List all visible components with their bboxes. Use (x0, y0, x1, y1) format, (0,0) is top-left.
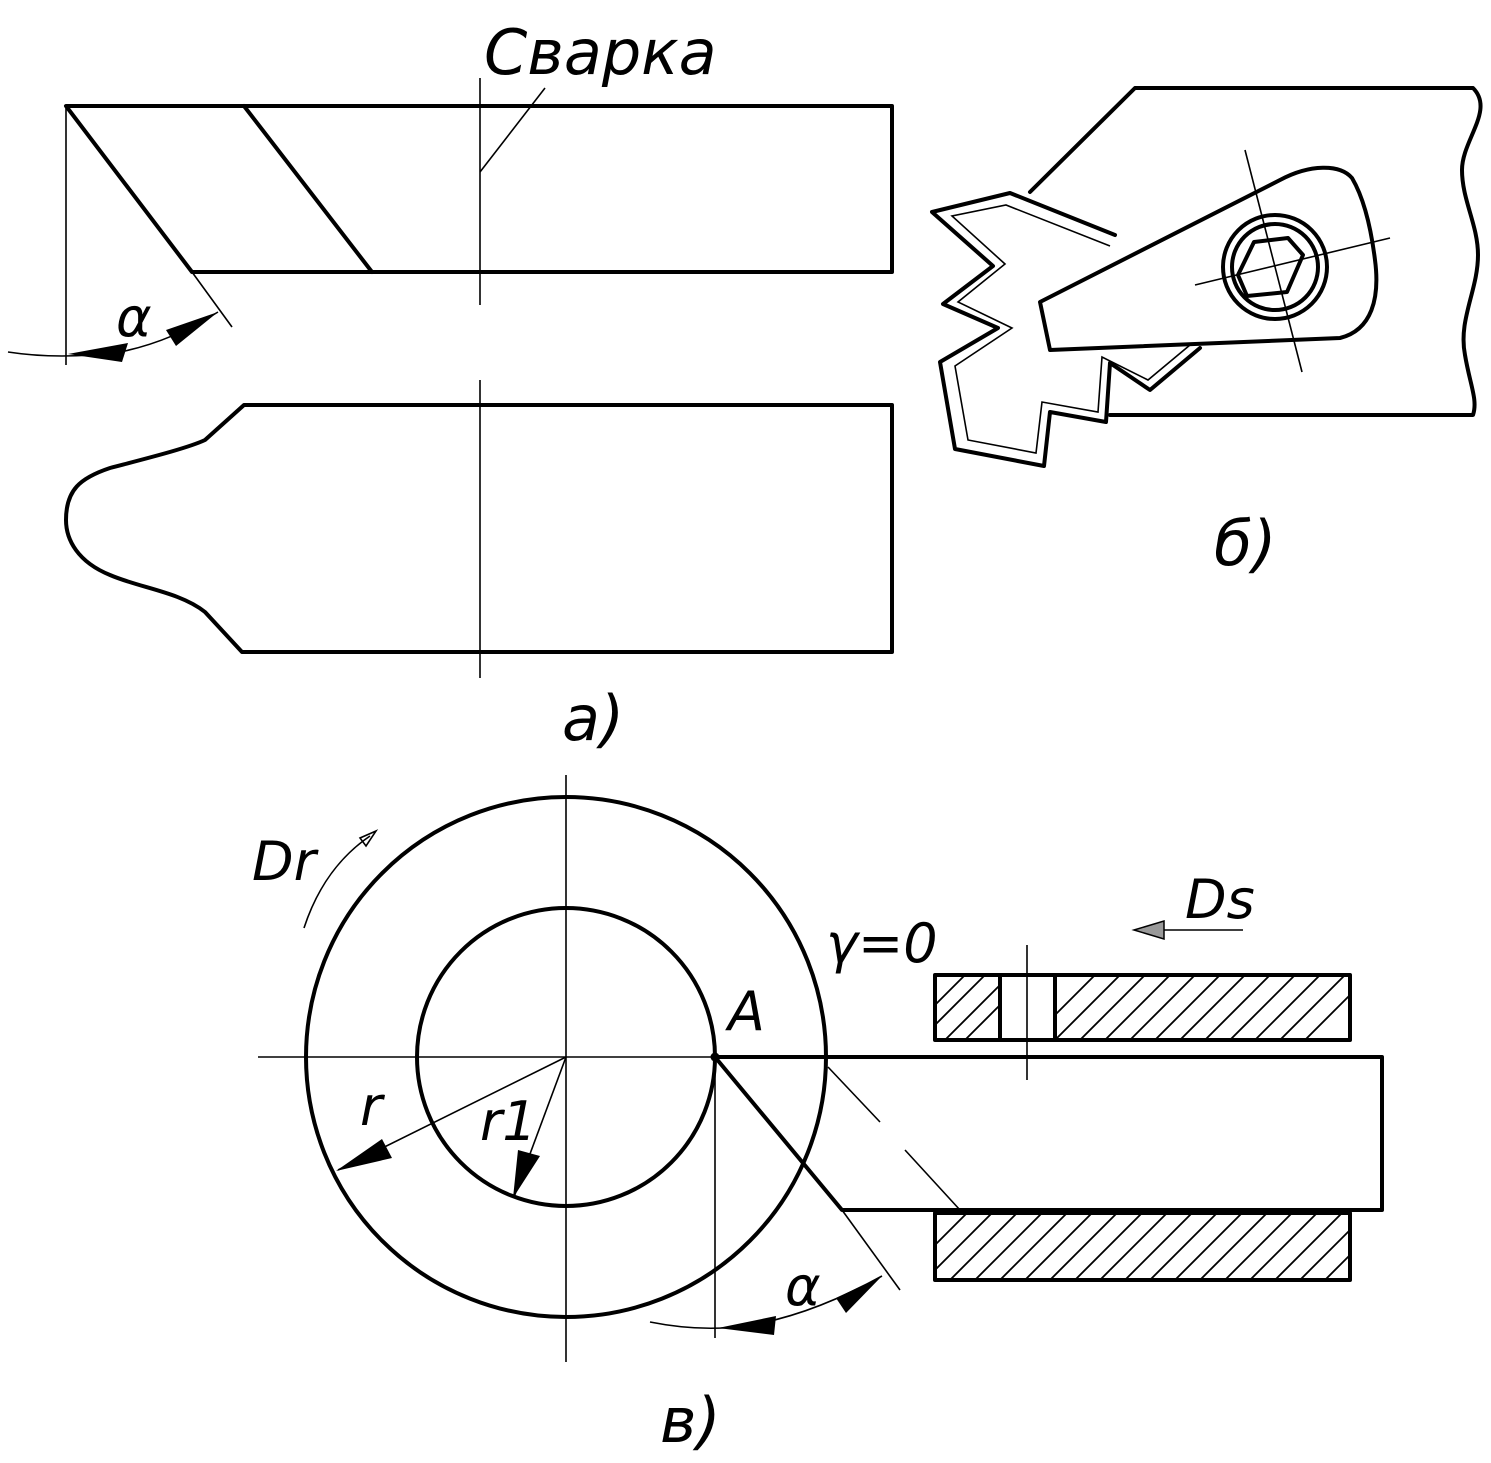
rotation-arrow-dr: Dr (252, 829, 379, 929)
svg-text:r1: r1 (480, 1090, 537, 1153)
weld-leader-line (479, 87, 546, 173)
alpha-bottom-arrow-left (718, 1316, 776, 1335)
alpha-arrow-right (166, 312, 218, 346)
lower-clamp-section (933, 1211, 1352, 1282)
clamp-screw (1194, 149, 1391, 373)
radius-r1: r1 (480, 1056, 567, 1198)
svg-text:Ds: Ds (1185, 868, 1255, 931)
alpha-arrow-left (68, 343, 128, 362)
upper-clamp-section (933, 945, 1352, 1080)
alpha-dimension-bottom: α (649, 1255, 883, 1335)
figure-a: Сварка α а) (7, 16, 894, 755)
radius-r1-arrow (513, 1150, 540, 1198)
radius-r-arrow (336, 1139, 392, 1171)
welded-tool-bar (64, 104, 894, 274)
alpha-dimension-top: α (7, 106, 233, 365)
svg-text:α: α (116, 286, 152, 349)
point-a-label: A (725, 980, 765, 1043)
svg-text:r: r (360, 1075, 385, 1138)
boring-tool (713, 1055, 1384, 1291)
radius-r: r (336, 1056, 567, 1171)
holder-body (1028, 86, 1483, 417)
weld-label: Сварка (484, 16, 717, 89)
gamma-label: γ=0 (826, 912, 938, 975)
caption-fig-v: в) (660, 1384, 721, 1457)
clamp-lever (1038, 165, 1379, 352)
figure-b: б) (930, 86, 1483, 580)
caption-fig-b: б) (1214, 507, 1276, 580)
alpha-bottom-arrow-right (836, 1276, 882, 1313)
serrated-insert (930, 191, 1202, 468)
svg-text:Dr: Dr (252, 830, 319, 893)
figure-v: Dr r r1 A γ=0 (252, 775, 1384, 1457)
feed-arrow-ds: Ds (1131, 868, 1255, 941)
caption-fig-a: а) (562, 682, 624, 755)
forged-tool-bar (64, 403, 894, 654)
svg-text:α: α (785, 1255, 821, 1318)
